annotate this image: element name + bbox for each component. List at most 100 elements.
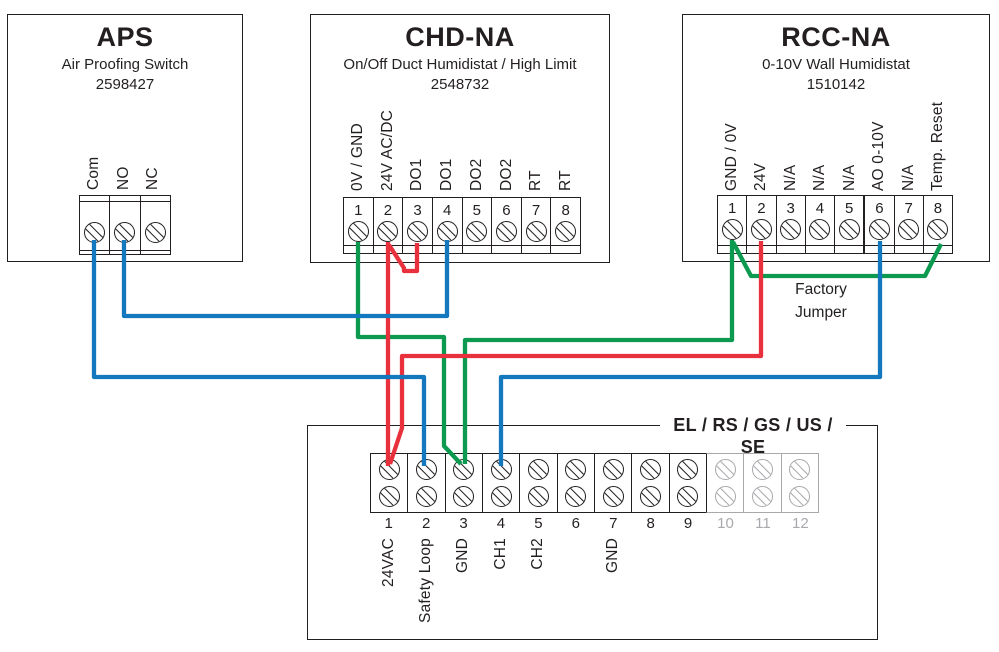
terminal-aps-no — [109, 196, 140, 254]
terminal-label: N/A — [811, 164, 828, 191]
terminal-ctrl-9 — [668, 453, 706, 513]
terminal-aps-com — [80, 196, 110, 254]
screw-terminal-icon — [602, 485, 624, 507]
terminal-number: 3 — [786, 200, 795, 217]
terminal-number: 4 — [443, 202, 452, 219]
terminal-label: N/A — [900, 164, 917, 191]
screw-terminal-icon — [789, 485, 811, 507]
terminal-label: GND — [454, 538, 471, 574]
terminal-label: GND — [604, 538, 621, 574]
terminal-number: 6 — [571, 515, 580, 532]
terminal-label: CH1 — [492, 538, 509, 570]
terminal-ctrl-5 — [519, 453, 557, 513]
terminal-label: N/A — [782, 164, 799, 191]
screw-terminal-icon — [721, 219, 743, 240]
terminal-label: N/A — [841, 164, 858, 191]
screw-terminal-icon — [714, 459, 736, 481]
terminal-chd-5: 5 — [461, 198, 492, 253]
terminal-number: 6 — [502, 202, 511, 219]
terminal-ctrl-12 — [780, 453, 819, 513]
terminal-ctrl-11 — [743, 453, 781, 513]
screw-terminal-icon — [453, 485, 475, 507]
terminal-chd-8: 8 — [550, 198, 580, 253]
terminal-chd-6: 6 — [491, 198, 521, 253]
screw-terminal-icon — [898, 219, 920, 240]
terminal-number: 2 — [757, 200, 766, 217]
screw-terminal-icon — [927, 219, 949, 240]
terminal-number: 6 — [875, 200, 884, 217]
screw-terminal-icon — [868, 219, 890, 240]
terminal-ctrl-8 — [631, 453, 669, 513]
screw-terminal-icon — [436, 221, 458, 242]
screw-terminal-icon — [714, 485, 736, 507]
screw-terminal-icon — [677, 459, 699, 481]
screw-terminal-icon — [377, 221, 399, 242]
terminal-label: DO2 — [468, 158, 485, 191]
screw-terminal-icon — [789, 459, 811, 481]
terminal-chd-3: 3 — [402, 198, 432, 253]
screw-terminal-icon — [490, 485, 512, 507]
terminal-label: NO — [115, 166, 132, 190]
terminal-ctrl-7 — [593, 453, 632, 513]
terminal-number: 5 — [534, 515, 543, 532]
terminal-label: Com — [85, 156, 102, 190]
screw-terminal-icon — [565, 485, 587, 507]
terminal-rcc-5: 5 — [834, 196, 864, 253]
screw-terminal-icon — [555, 221, 577, 242]
terminal-label: 0V / GND — [349, 123, 366, 191]
terminal-rcc-7: 7 — [893, 196, 924, 253]
terminal-number: 7 — [904, 200, 913, 217]
terminal-ctrl-4 — [481, 453, 520, 513]
terminal-ctrl-1 — [370, 453, 408, 513]
terminal-number: 3 — [459, 515, 468, 532]
device-part-number: 2598427 — [95, 76, 155, 93]
controller-model-label: EL / RS / GS / US / SE — [660, 414, 846, 458]
screw-terminal-icon — [144, 222, 166, 243]
device-subtitle: 0-10V Wall Humidistat — [762, 56, 910, 73]
device-part-number: 1510142 — [806, 76, 866, 93]
terminal-rcc-1: 1 — [718, 196, 747, 253]
terminal-label: CH2 — [529, 538, 546, 570]
terminal-label: GND / 0V — [723, 123, 740, 191]
device-part-number: 2548732 — [430, 76, 490, 93]
terminal-chd-2: 2 — [372, 198, 403, 253]
terminal-number: 11 — [755, 515, 771, 532]
terminal-ctrl-3 — [444, 453, 482, 513]
controller-number-row: 1 2 3 4 5 6 7 8 9 10 11 12 — [370, 515, 819, 533]
screw-terminal-icon — [751, 459, 773, 481]
screw-terminal-icon — [490, 459, 512, 481]
terminal-ctrl-6 — [556, 453, 594, 513]
screw-terminal-icon — [809, 219, 831, 240]
terminal-number: 2 — [421, 515, 431, 532]
terminal-number: 5 — [472, 202, 481, 219]
terminal-number: 9 — [683, 515, 693, 532]
device-subtitle: Air Proofing Switch — [61, 56, 189, 73]
terminal-label: DO2 — [498, 158, 515, 191]
screw-terminal-icon — [525, 221, 547, 242]
terminal-label: RT — [557, 170, 574, 191]
screw-terminal-icon — [378, 485, 400, 507]
terminal-label: DO1 — [438, 158, 455, 191]
terminal-number: 12 — [792, 515, 809, 532]
rcc-terminal-block: 1 2 3 4 5 6 7 8 — [717, 195, 953, 254]
screw-terminal-icon — [780, 219, 802, 240]
screw-terminal-icon — [565, 459, 587, 481]
screw-terminal-icon — [751, 485, 773, 507]
terminal-ctrl-10 — [705, 453, 744, 513]
terminal-number: 7 — [531, 202, 541, 219]
terminal-label: 24V — [752, 162, 769, 191]
terminal-aps-nc — [139, 196, 171, 254]
terminal-label: DO1 — [408, 158, 425, 191]
screw-terminal-icon — [750, 219, 772, 240]
terminal-number: 7 — [609, 515, 618, 532]
terminal-number: 8 — [561, 202, 570, 219]
terminal-chd-7: 7 — [520, 198, 551, 253]
screw-terminal-icon — [114, 222, 136, 243]
chd-terminal-block: 1 2 3 4 5 6 7 8 — [343, 197, 581, 254]
screw-terminal-icon — [677, 485, 699, 507]
factory-jumper-note: Factory Jumper — [795, 281, 847, 321]
terminal-number: 1 — [384, 515, 393, 532]
device-title: RCC-NA — [781, 22, 891, 52]
terminal-chd-4: 4 — [431, 198, 462, 253]
